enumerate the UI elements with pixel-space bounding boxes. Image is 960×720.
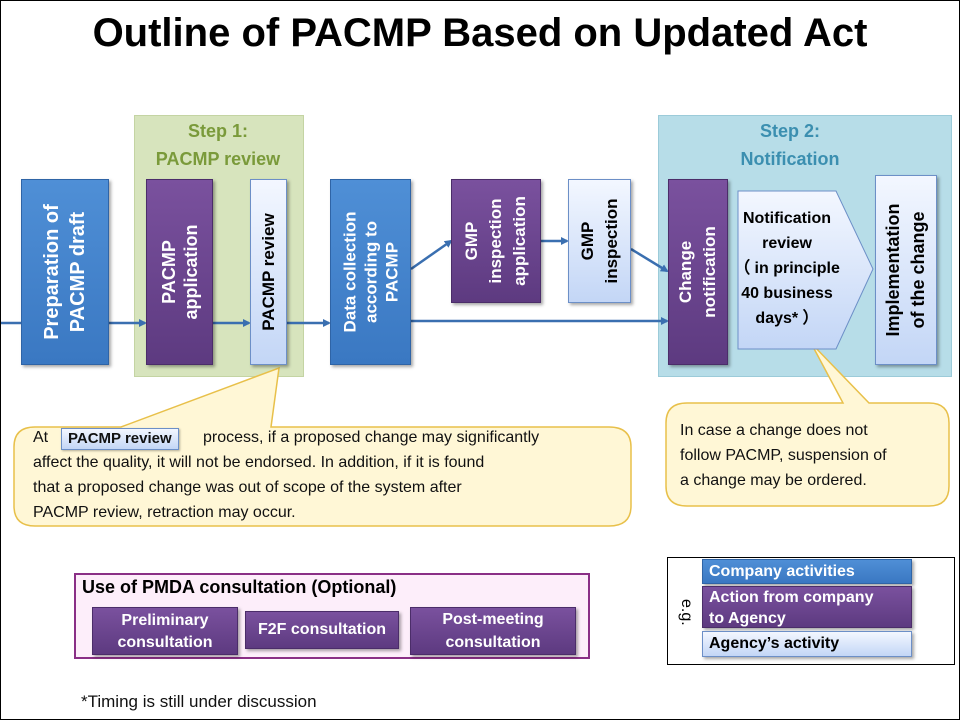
pacmp-review-tag: PACMP review [61, 428, 179, 450]
legend-eg: e.g. [678, 599, 695, 626]
preparation-box: Preparation of PACMP draft [21, 179, 109, 365]
arrow-to-change [630, 247, 669, 273]
gmp-inspection-box: GMP inspection [568, 179, 631, 303]
notification-review-shape [737, 190, 874, 350]
data-collection-label: Data collection according to PACMP [340, 211, 401, 333]
f2f-consultation-box: F2F consultation [245, 611, 399, 649]
callout-left-shape [13, 366, 632, 527]
gmp-inspection-label: GMP inspection [577, 198, 621, 284]
callout-left-line4: PACMP review, retraction may occur. [33, 504, 296, 521]
callout-left-line3: that a proposed change was out of scope … [33, 479, 462, 496]
pacmp-review-box: PACMP review [250, 179, 287, 365]
callout-left-line1: At PACMP review process, if a proposed c… [33, 425, 625, 450]
pacmp-review-label: PACMP review [258, 213, 278, 331]
implementation-box: Implementation of the change [875, 175, 937, 365]
step1-line1: Step 1: [187, 121, 248, 141]
step1-line2: PACMP review [155, 149, 281, 169]
post-meeting-consultation-box: Post-meeting consultation [410, 607, 576, 655]
preparation-label: Preparation of PACMP draft [41, 204, 89, 340]
data-collection-box: Data collection according to PACMP [330, 179, 411, 365]
page-title: Outline of PACMP Based on Updated Act [92, 11, 868, 55]
notification-review-label: Notification review （ in principle 40 bu… [734, 210, 840, 327]
arrow-to-gmp-app [410, 239, 453, 271]
step1-label: Step 1: PACMP review [134, 117, 302, 173]
callout-left-line2: affect the quality, it will not be endor… [33, 454, 485, 471]
consultation-title: Use of PMDA consultation (Optional) [82, 577, 397, 597]
implementation-label: Implementation of the change [883, 203, 928, 337]
change-notification-label: Change notification [676, 226, 719, 318]
legend-action-to-agency: Action from company to Agency [702, 586, 912, 628]
gmp-application-label: GMP inspection application [462, 196, 529, 286]
callout-right-text: In case a change does not follow PACMP, … [680, 422, 887, 489]
gmp-application-box: GMP inspection application [451, 179, 541, 303]
callout-left-text: At PACMP review process, if a proposed c… [33, 425, 625, 525]
footnote: *Timing is still under discussion [81, 692, 317, 711]
step2-line2: Notification [740, 149, 840, 169]
callout-right-shape [665, 342, 950, 507]
legend-company-activities: Company activities [702, 559, 912, 584]
pacmp-application-label: PACMP application [158, 224, 201, 320]
legend-agency-activity: Agency’s activity [702, 631, 912, 657]
preliminary-consultation-box: Preliminary consultation [92, 607, 238, 655]
pacmp-application-box: PACMP application [146, 179, 213, 365]
change-notification-box: Change notification [668, 179, 728, 365]
step2-label: Step 2: Notification [658, 117, 922, 173]
step2-line1: Step 2: [759, 121, 820, 141]
